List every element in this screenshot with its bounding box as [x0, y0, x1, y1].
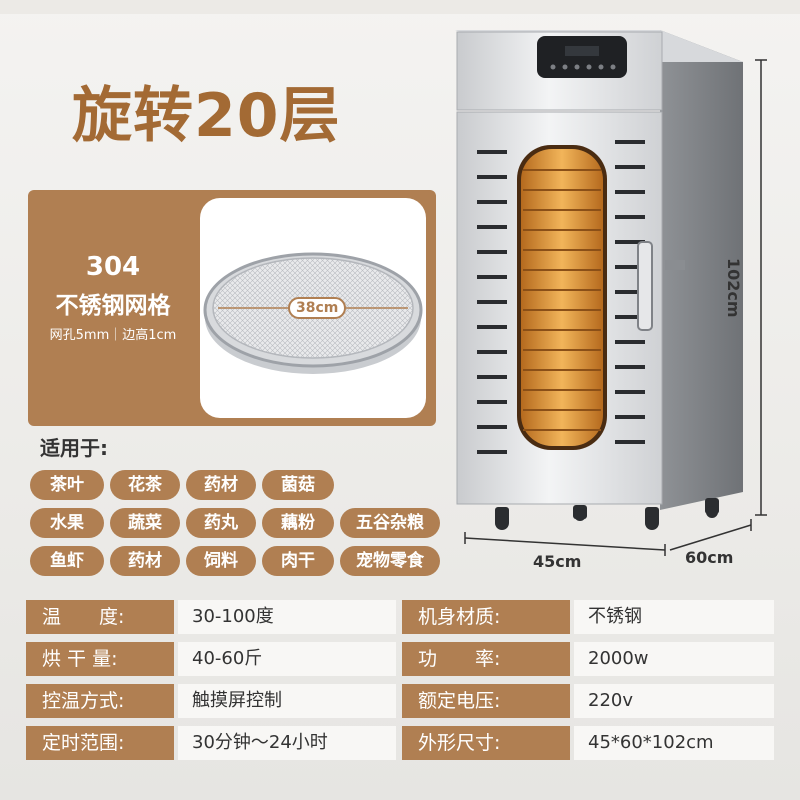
- dryer-machine: 45cm 60cm 102cm: [455, 10, 775, 590]
- spec-value: 不锈钢: [574, 600, 774, 634]
- spec-label: 机身材质:: [402, 600, 570, 634]
- tag: 蔬菜: [110, 508, 180, 538]
- spec-value: 220v: [574, 684, 774, 718]
- tag: 药丸: [186, 508, 256, 538]
- spec-row: 控温方式: 触摸屏控制 额定电压: 220v: [26, 682, 774, 720]
- tag: 鱼虾: [30, 546, 104, 576]
- headline: 旋转20层: [72, 81, 341, 151]
- spec-label: 额定电压:: [402, 684, 570, 718]
- tag: 药材: [110, 546, 180, 576]
- tag: 五谷杂粮: [340, 508, 440, 538]
- tag: 肉干: [262, 546, 334, 576]
- spec-row: 烘 干 量: 40-60斤 功 率: 2000w: [26, 640, 774, 678]
- tag: 藕粉: [262, 508, 334, 538]
- spec-value: 触摸屏控制: [178, 684, 396, 718]
- mesh-material-number: 304: [85, 252, 141, 282]
- diameter-label: 38cm: [288, 297, 347, 319]
- mesh-panel: 304 不锈钢网格 网孔5mm｜边高1cm 38cm: [28, 190, 436, 426]
- mesh-spec: 网孔5mm｜边高1cm: [49, 328, 177, 343]
- spec-label: 温 度:: [26, 600, 174, 634]
- tag: 宠物零食: [340, 546, 440, 576]
- spec-row: 温 度: 30-100度 机身材质: 不锈钢: [26, 598, 774, 636]
- mesh-material-name: 不锈钢网格: [55, 293, 171, 319]
- spec-label: 外形尺寸:: [402, 726, 570, 760]
- depth-label: 60cm: [685, 548, 734, 567]
- tag: 药材: [186, 470, 256, 500]
- spec-label: 功 率:: [402, 642, 570, 676]
- spec-label: 定时范围:: [26, 726, 174, 760]
- spec-value: 30-100度: [178, 600, 396, 634]
- width-label: 45cm: [533, 552, 582, 571]
- top-border: [0, 0, 800, 14]
- tag: 饲料: [186, 546, 256, 576]
- spec-value: 45*60*102cm: [574, 726, 774, 760]
- spec-value: 30分钟～24小时: [178, 726, 396, 760]
- tag: 水果: [30, 508, 104, 538]
- spec-label: 烘 干 量:: [26, 642, 174, 676]
- spec-value: 40-60斤: [178, 642, 396, 676]
- height-label: 102cm: [724, 258, 743, 318]
- dryer-illustration: [455, 30, 767, 556]
- spec-row: 定时范围: 30分钟～24小时 外形尺寸: 45*60*102cm: [26, 724, 774, 762]
- mesh-text: 304 不锈钢网格 网孔5mm｜边高1cm: [28, 190, 198, 426]
- mesh-tray-card: 38cm: [200, 198, 426, 418]
- tag: 茶叶: [30, 470, 104, 500]
- tag: 花茶: [110, 470, 180, 500]
- spec-value: 2000w: [574, 642, 774, 676]
- spec-label: 控温方式:: [26, 684, 174, 718]
- suitable-label: 适用于:: [40, 436, 108, 460]
- tag: 菌菇: [262, 470, 334, 500]
